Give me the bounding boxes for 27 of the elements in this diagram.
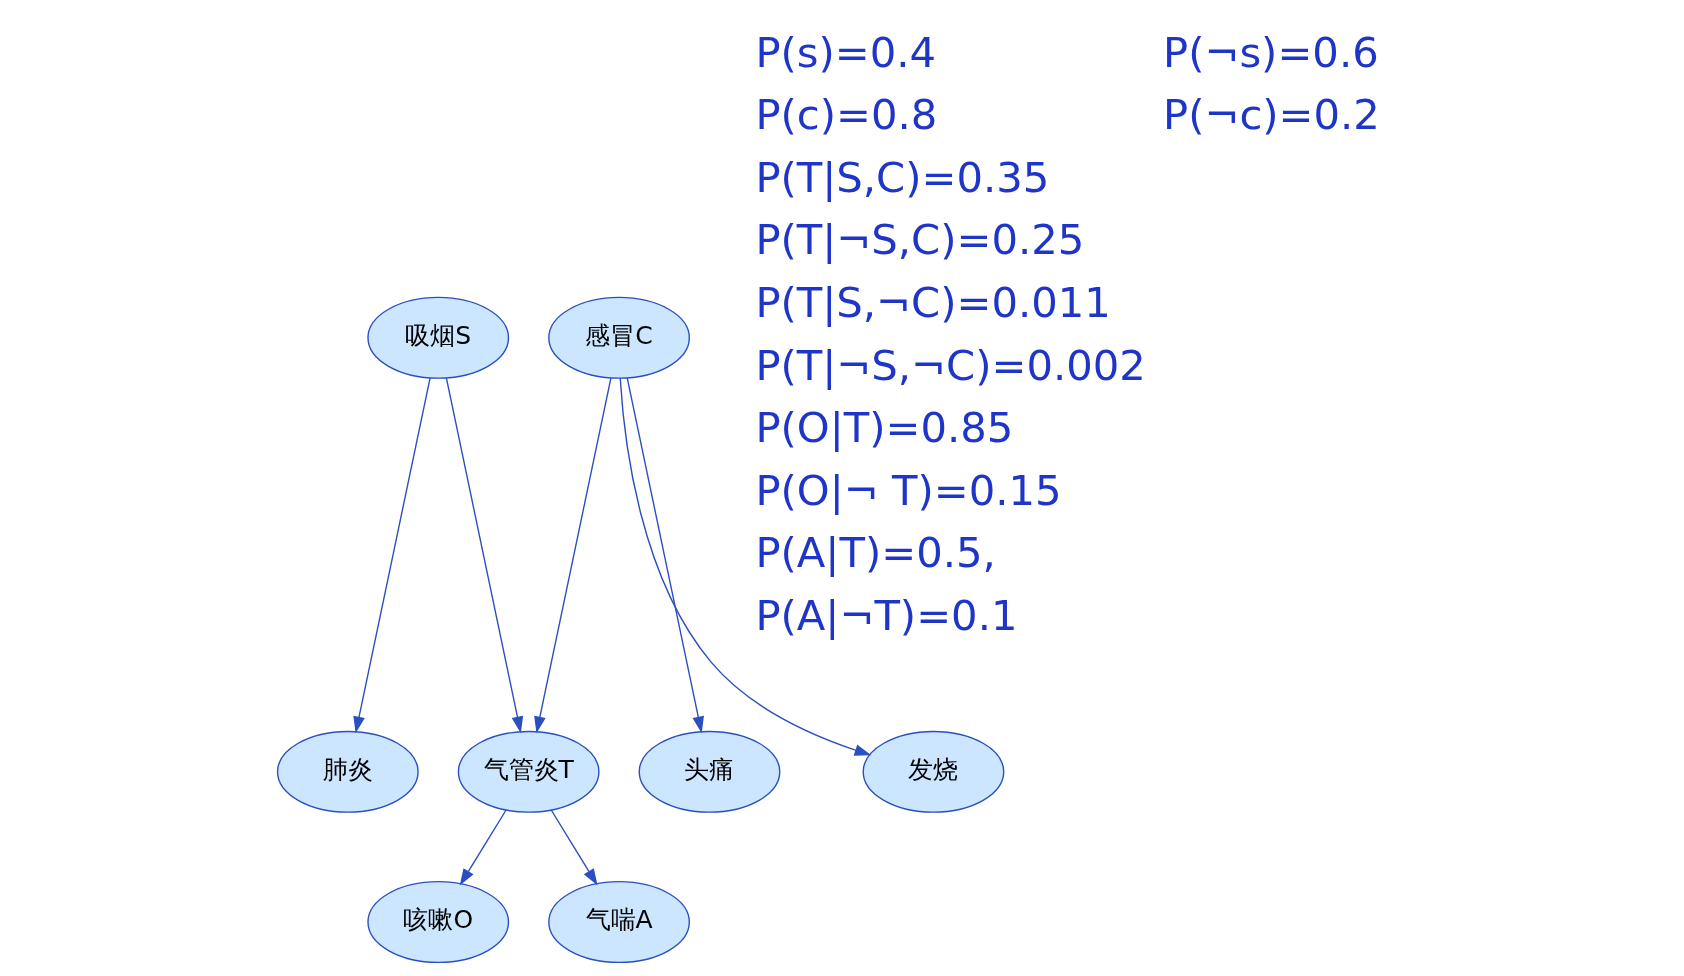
- label: P(¬s)=0.6: [1162, 27, 1379, 77]
- label: P(¬c)=0.2: [1162, 90, 1380, 140]
- node-ellipse: 吸烟S: [367, 296, 510, 379]
- arrow: [459, 809, 507, 886]
- node-ellipse: 咳嗽O: [367, 881, 510, 964]
- label: P(O|¬ T)=0.15: [755, 465, 1062, 515]
- label: P(A|¬T)=0.1: [755, 590, 1018, 640]
- label: P(T|S,C)=0.35: [755, 152, 1050, 202]
- arrow: [619, 377, 872, 756]
- label: P(s)=0.4: [755, 27, 937, 77]
- node-ellipse: 感冒C: [548, 296, 691, 379]
- arrow: [550, 809, 598, 886]
- label: P(T|¬S,¬C)=0.002: [755, 340, 1146, 390]
- node-ellipse: 头痛: [638, 730, 781, 813]
- label: P(T|¬S,C)=0.25: [755, 215, 1085, 265]
- label: P(O|T)=0.85: [755, 403, 1014, 453]
- node-ellipse: 气喘A: [548, 881, 691, 964]
- arrow: [534, 377, 612, 734]
- arrow: [353, 377, 431, 734]
- arrow: [626, 377, 704, 734]
- label: P(A|T)=0.5,: [755, 528, 996, 578]
- label: P(c)=0.8: [755, 90, 938, 140]
- label: P(T|S,¬C)=0.011: [755, 277, 1111, 327]
- node-ellipse: 肺炎: [276, 730, 419, 813]
- arrow: [445, 377, 524, 734]
- node-ellipse: 发烧: [862, 730, 1005, 813]
- node-ellipse: 气管炎T: [457, 730, 600, 813]
